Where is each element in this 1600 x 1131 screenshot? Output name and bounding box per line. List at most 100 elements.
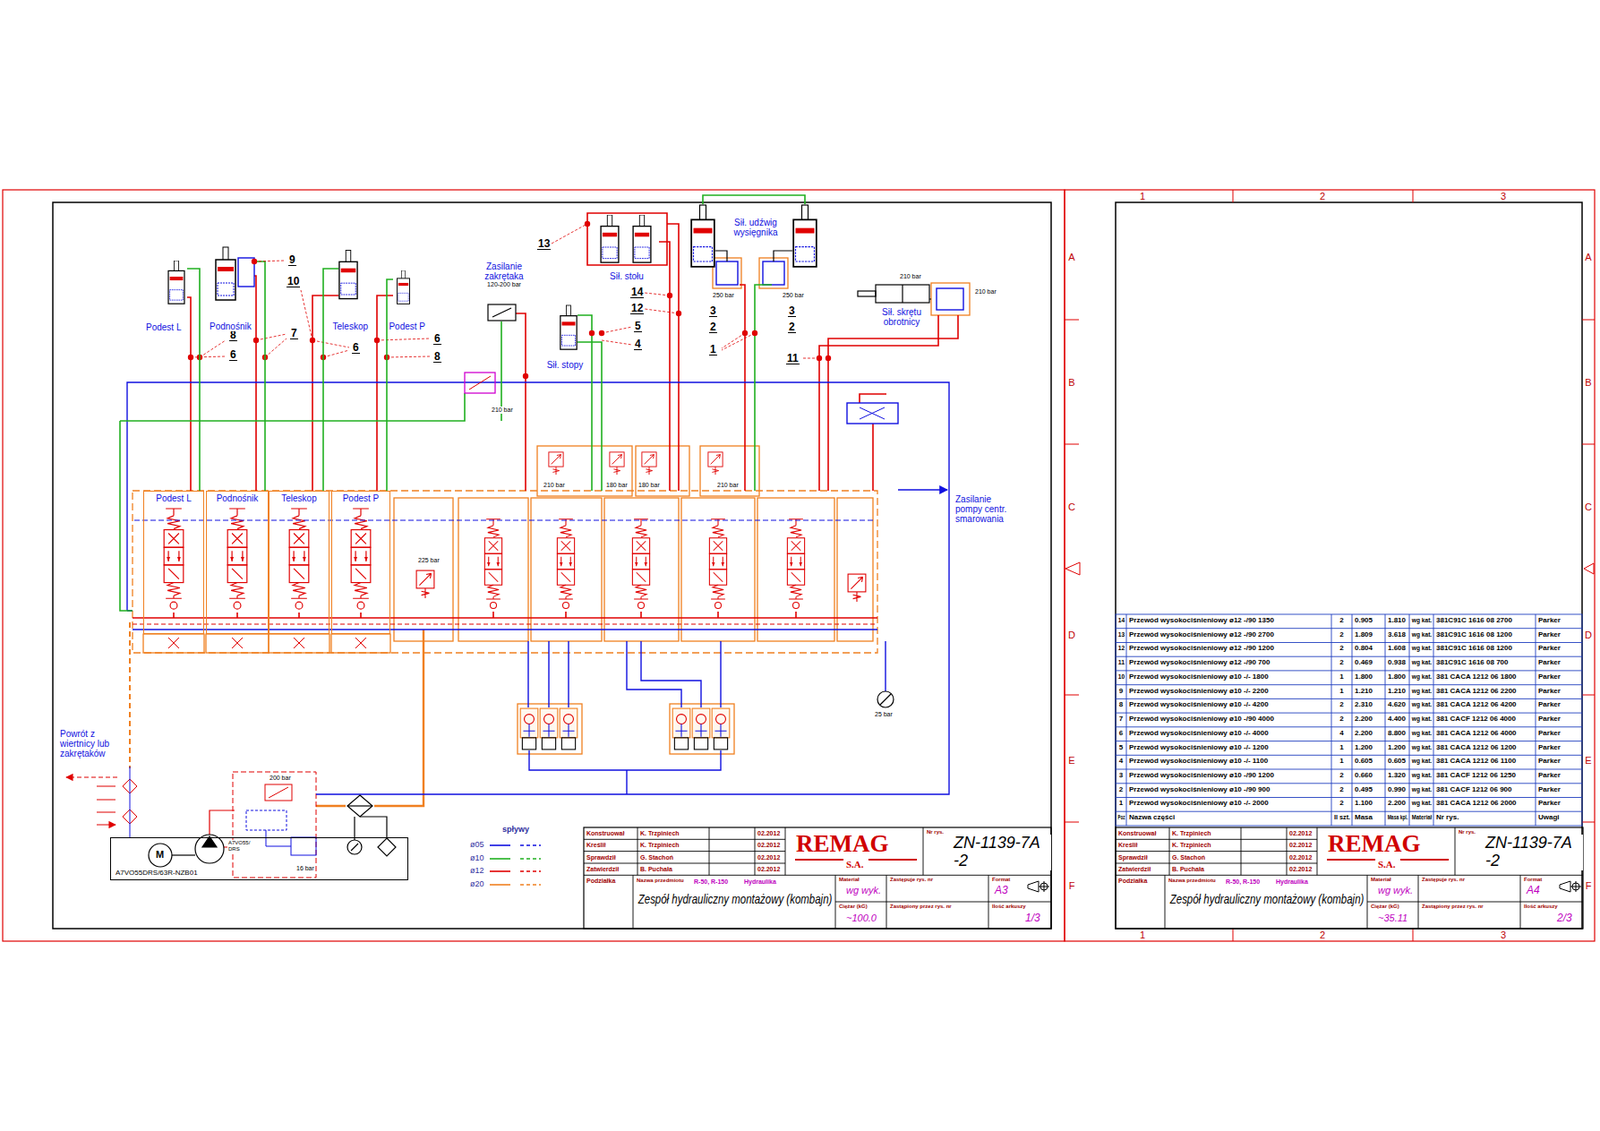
component-outline	[487, 304, 516, 321]
return-line	[529, 750, 721, 795]
title-block-cell: G. Stachoń	[1171, 854, 1207, 862]
parts-list-cell: wg kat.	[1411, 771, 1433, 780]
parts-list-cell: 381 CACA 1212 06 4200	[1435, 701, 1518, 710]
valve-block	[931, 282, 970, 316]
parts-list-cell: 381 CACA 1212 06 2000	[1435, 799, 1518, 808]
parts-list-cell: 2	[1338, 771, 1344, 780]
title-block-cell: REMAG	[1326, 830, 1422, 856]
cylinder-label: Teleskop	[304, 239, 371, 334]
hose-line	[385, 333, 388, 491]
parts-list-cell: 1.210	[1353, 687, 1374, 696]
schematic-label: 210 bar	[542, 481, 566, 489]
title-block-grid	[583, 827, 1052, 929]
spool-valve	[350, 508, 371, 609]
zone-marker: A	[1583, 251, 1592, 263]
component-name: Podest P	[342, 493, 381, 504]
title-block-cell: 02.2012	[756, 841, 781, 849]
title-block-cell: Konstruował	[1117, 829, 1157, 838]
parts-list-cell: Przewód wysokociśnieniowy ø10 -/- 1100	[1128, 757, 1269, 766]
parts-list-cell: 381C91C 1616 08 2700	[1435, 616, 1514, 625]
zone-marker: E	[1067, 754, 1076, 766]
legend-sample	[489, 844, 511, 847]
schematic-label: 200 bar	[268, 774, 292, 782]
callout-number: 11	[786, 352, 800, 365]
parts-list-cell: Parker	[1537, 757, 1562, 766]
return-line	[898, 488, 948, 490]
parts-list-cell: Parker	[1537, 701, 1562, 710]
title-block-cell: Konstruował	[585, 829, 625, 838]
legend-sample	[520, 857, 541, 860]
pilot-line	[119, 195, 805, 611]
title-block-cell: Ciężar (kG)	[1369, 903, 1401, 910]
parts-list-cell: 381 CACF 1212 06 900	[1435, 786, 1514, 795]
pressure-line	[168, 637, 367, 649]
callout-number: 4	[633, 338, 642, 351]
parts-list-cell: 1.200	[1386, 744, 1407, 753]
return-line	[127, 257, 964, 856]
component-outline	[715, 250, 793, 262]
relief-valve	[847, 573, 866, 602]
valve-block	[681, 497, 755, 642]
hose-line	[198, 333, 201, 491]
title-block-cell: Nazwa przedmiotu	[635, 877, 685, 884]
spool-valve	[289, 508, 309, 609]
tank-unit: A7VO55DRS/63R-NZB01	[110, 837, 409, 881]
title-block-cell: Format	[1522, 876, 1543, 883]
cylinder-label: Podest L	[143, 255, 205, 334]
legend-text: ø12	[469, 866, 486, 876]
parts-list-cell: 0.605	[1353, 757, 1374, 766]
component-name: Sił. stołu	[608, 271, 645, 282]
parts-list-cell: Przewód wysokociśnieniowy ø10 -/- 4000	[1128, 729, 1270, 738]
leader-line	[190, 224, 820, 359]
parts-list-cell: 381 CACA 1212 06 4000	[1435, 729, 1518, 738]
cylinder-label: Sił. skrętu obrotnicy	[872, 304, 931, 330]
valve-block	[604, 497, 679, 642]
hydraulic-motor-module	[672, 708, 691, 750]
title-block-cell: Zastępuje rys. nr	[1420, 876, 1466, 883]
callout-number: 3	[709, 305, 718, 317]
parts-list-cell: Parker	[1537, 729, 1562, 738]
parts-list-cell: 381 CACA 1212 06 2200	[1435, 687, 1518, 696]
title-block-cell: 02.2012	[1288, 829, 1313, 838]
parts-list-cell: 4.620	[1386, 701, 1407, 710]
title-block-cell: Podziałka	[585, 877, 617, 885]
title-block-cell: A4	[1525, 884, 1541, 897]
title-block-cell: 02.2012	[1288, 841, 1313, 849]
component-name: Sił. skrętu obrotnicy	[875, 307, 928, 327]
parts-list-cell: 7	[1118, 715, 1124, 724]
title-block-cell: wg wyk.	[845, 884, 882, 896]
parts-list-cell: wg kat.	[1411, 701, 1433, 710]
parts-list-cell: Przewód wysokociśnieniowy ø10 -/- 4200	[1128, 701, 1270, 710]
parts-list-grid	[1115, 614, 1583, 826]
parts-list-cell: 2	[1338, 701, 1344, 710]
parts-list-cell: 0.469	[1353, 658, 1374, 668]
schematic-label: M	[154, 848, 165, 860]
return-line	[762, 261, 785, 285]
parts-list-cell: 1	[1338, 757, 1344, 766]
parts-list-cell: 14	[1117, 616, 1126, 625]
pressure-line	[819, 315, 959, 491]
pilot-line	[577, 315, 602, 491]
parts-list-cell: 2	[1338, 631, 1344, 640]
legend-text: ø20	[469, 880, 486, 890]
parts-list-cell: 1	[1118, 799, 1124, 808]
zone-marker: 1	[1138, 190, 1147, 202]
title-block-cell: R-50, R-150	[693, 878, 729, 886]
callout-number: 13	[537, 238, 551, 250]
parts-list-cell: Przewód wysokociśnieniowy ø10 -/- 1800	[1128, 673, 1270, 682]
parts-list-cell: 2.310	[1353, 701, 1374, 710]
title-block-cell: K. Trzpiniech	[1171, 841, 1213, 849]
parts-list-cell: Przewód wysokociśnieniowy ø10 -/90 900	[1128, 786, 1271, 795]
pressure-line	[96, 786, 116, 825]
title-block-cell: 02.2012	[756, 854, 781, 862]
pressure-line	[173, 611, 796, 618]
schematic-label: spływy	[501, 825, 531, 835]
component-name: Podest P	[387, 321, 427, 332]
parts-list-cell: 2	[1338, 616, 1344, 625]
valve-block	[669, 703, 735, 754]
component-name: Podnośnik	[208, 321, 253, 332]
title-block-cell: Sprawdził	[1117, 854, 1149, 862]
parts-list-cell: Nazwa części	[1128, 813, 1176, 822]
title-block-cell: 02.2012	[1288, 865, 1313, 873]
cylinder-symbol	[215, 247, 236, 300]
